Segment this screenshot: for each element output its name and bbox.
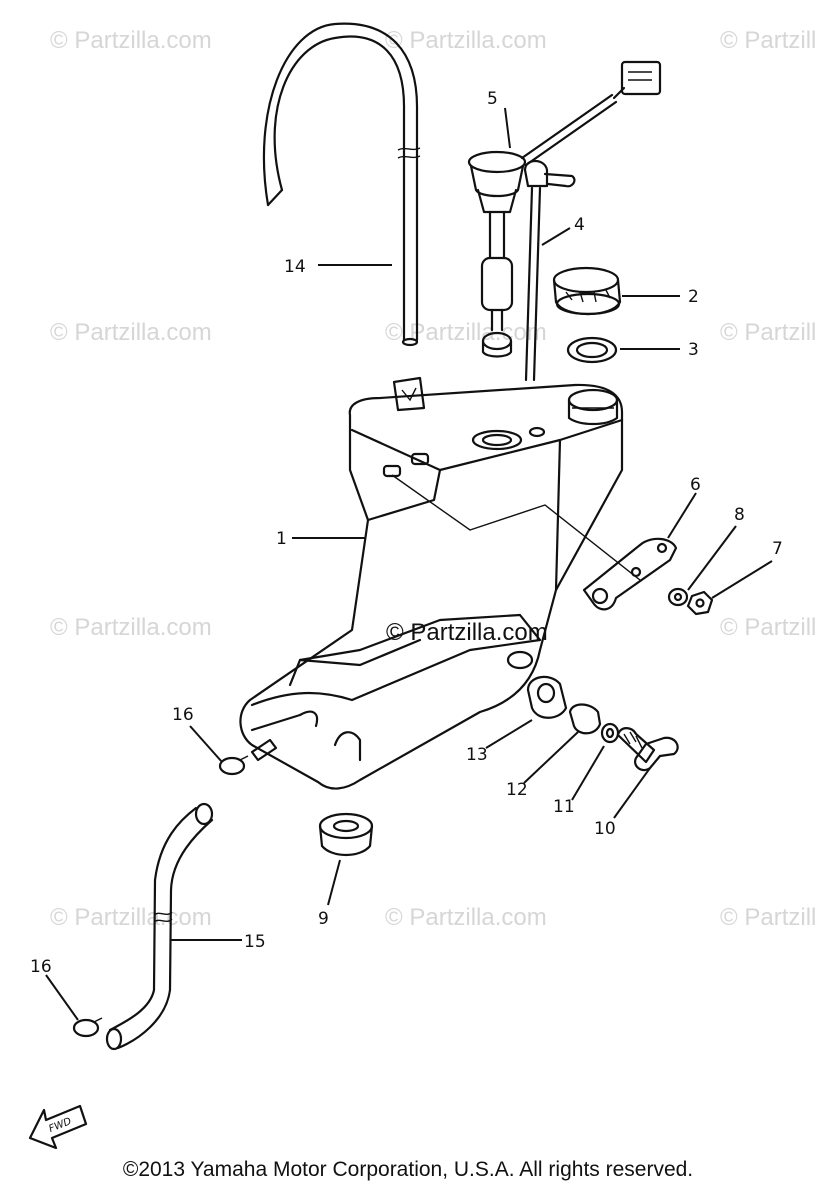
callout-9: 9 xyxy=(318,909,329,929)
grommet xyxy=(526,675,568,719)
watermark: © Partzilla.com xyxy=(385,319,547,346)
leader-lines xyxy=(45,107,773,1021)
hose-clip-lower xyxy=(72,1017,103,1038)
callout-10: 10 xyxy=(594,819,616,839)
callout-7: 7 xyxy=(772,539,783,559)
watermark: © Partzilla.com xyxy=(385,27,547,54)
callout-13: 13 xyxy=(466,745,488,765)
center-stamp: © Partzilla.com xyxy=(386,619,548,646)
vent-hose xyxy=(262,22,421,347)
filler-cap xyxy=(552,266,622,316)
watermark: © Partzilla.com xyxy=(720,27,816,54)
drain-washer xyxy=(600,722,620,744)
dipstick xyxy=(523,159,576,382)
hose-clip-upper xyxy=(218,755,249,776)
callout-8: 8 xyxy=(734,505,745,525)
callout-3: 3 xyxy=(688,340,699,360)
callout-16-upper: 16 xyxy=(172,705,194,725)
callout-5: 5 xyxy=(487,89,498,109)
watermark: © Partzilla.com xyxy=(720,319,816,346)
callout-12: 12 xyxy=(506,780,528,800)
watermark-grid: © Partzilla.com © Partzilla.com © Partzi… xyxy=(50,27,816,931)
nut xyxy=(686,590,714,616)
oil-level-gauge xyxy=(467,60,662,358)
oil-tank xyxy=(239,376,624,790)
callout-2: 2 xyxy=(688,287,699,307)
watermark: © Partzilla.com xyxy=(50,614,212,641)
watermark: © Partzilla.com xyxy=(385,904,547,931)
collar xyxy=(568,703,602,735)
callout-16-lower: 16 xyxy=(30,957,52,977)
watermark: © Partzilla.com xyxy=(50,319,212,346)
mounting-bracket xyxy=(582,537,678,611)
callout-15: 15 xyxy=(244,932,266,952)
callout-1: 1 xyxy=(276,529,287,549)
gasket xyxy=(566,336,618,364)
callout-6: 6 xyxy=(690,475,701,495)
wing-bolt xyxy=(616,727,679,772)
fwd-arrow-icon: FWD xyxy=(28,1104,88,1150)
washer xyxy=(667,587,689,607)
watermark: © Partzilla.com xyxy=(720,614,816,641)
watermark: © Partzilla.com xyxy=(720,904,816,931)
callouts: 1 2 3 4 5 6 7 8 9 10 11 12 13 14 15 16 1… xyxy=(30,89,783,977)
copyright-footer: ©2013 Yamaha Motor Corporation, U.S.A. A… xyxy=(122,1158,694,1181)
bracket-leader xyxy=(391,474,641,581)
watermark: © Partzilla.com xyxy=(50,27,212,54)
watermark: © Partzilla.com xyxy=(50,904,212,931)
callout-4: 4 xyxy=(574,215,585,235)
callout-14: 14 xyxy=(284,257,306,277)
callout-11: 11 xyxy=(553,797,575,817)
bottom-grommet xyxy=(318,812,374,857)
